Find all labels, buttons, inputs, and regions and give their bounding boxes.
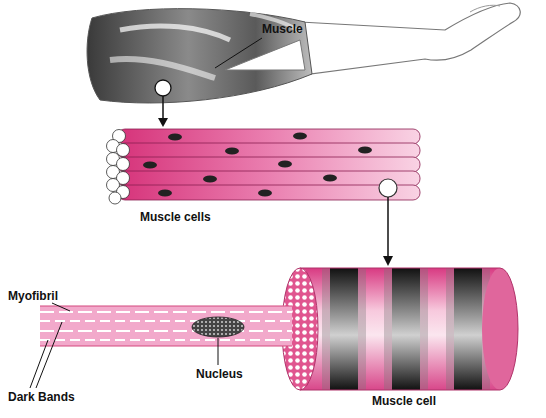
zoom-circle: [155, 80, 171, 96]
part-label: Muscle cells: [140, 210, 211, 224]
leader-line: [218, 338, 219, 365]
part-label: Muscle: [262, 22, 303, 36]
part-label: Dark Bands: [8, 390, 75, 404]
muscle-cell-bundle: [107, 129, 421, 204]
forearm-outline: [300, 3, 520, 74]
elbow-shape: [225, 40, 305, 70]
finger-line: [470, 5, 500, 12]
leader-line: [215, 38, 262, 68]
muscle-highlight: [120, 26, 230, 40]
leader-line: [52, 303, 70, 311]
arrow-head: [158, 118, 168, 127]
part-label: Nucleus: [196, 367, 243, 381]
muscle-highlight: [110, 59, 215, 78]
upper-arm-muscle: [87, 9, 312, 103]
zoom-circle: [379, 179, 397, 197]
leader-line: [36, 322, 62, 388]
zoom-arrow: [162, 96, 164, 120]
arrow-head: [383, 256, 393, 266]
muscle-cell-cylinder: [282, 268, 518, 390]
part-label: Myofibril: [8, 289, 58, 303]
myofibril-strand: [40, 306, 292, 346]
nucleus-shape: [192, 317, 244, 337]
zoom-arrow: [387, 197, 389, 258]
part-label: Muscle cell: [372, 394, 436, 408]
